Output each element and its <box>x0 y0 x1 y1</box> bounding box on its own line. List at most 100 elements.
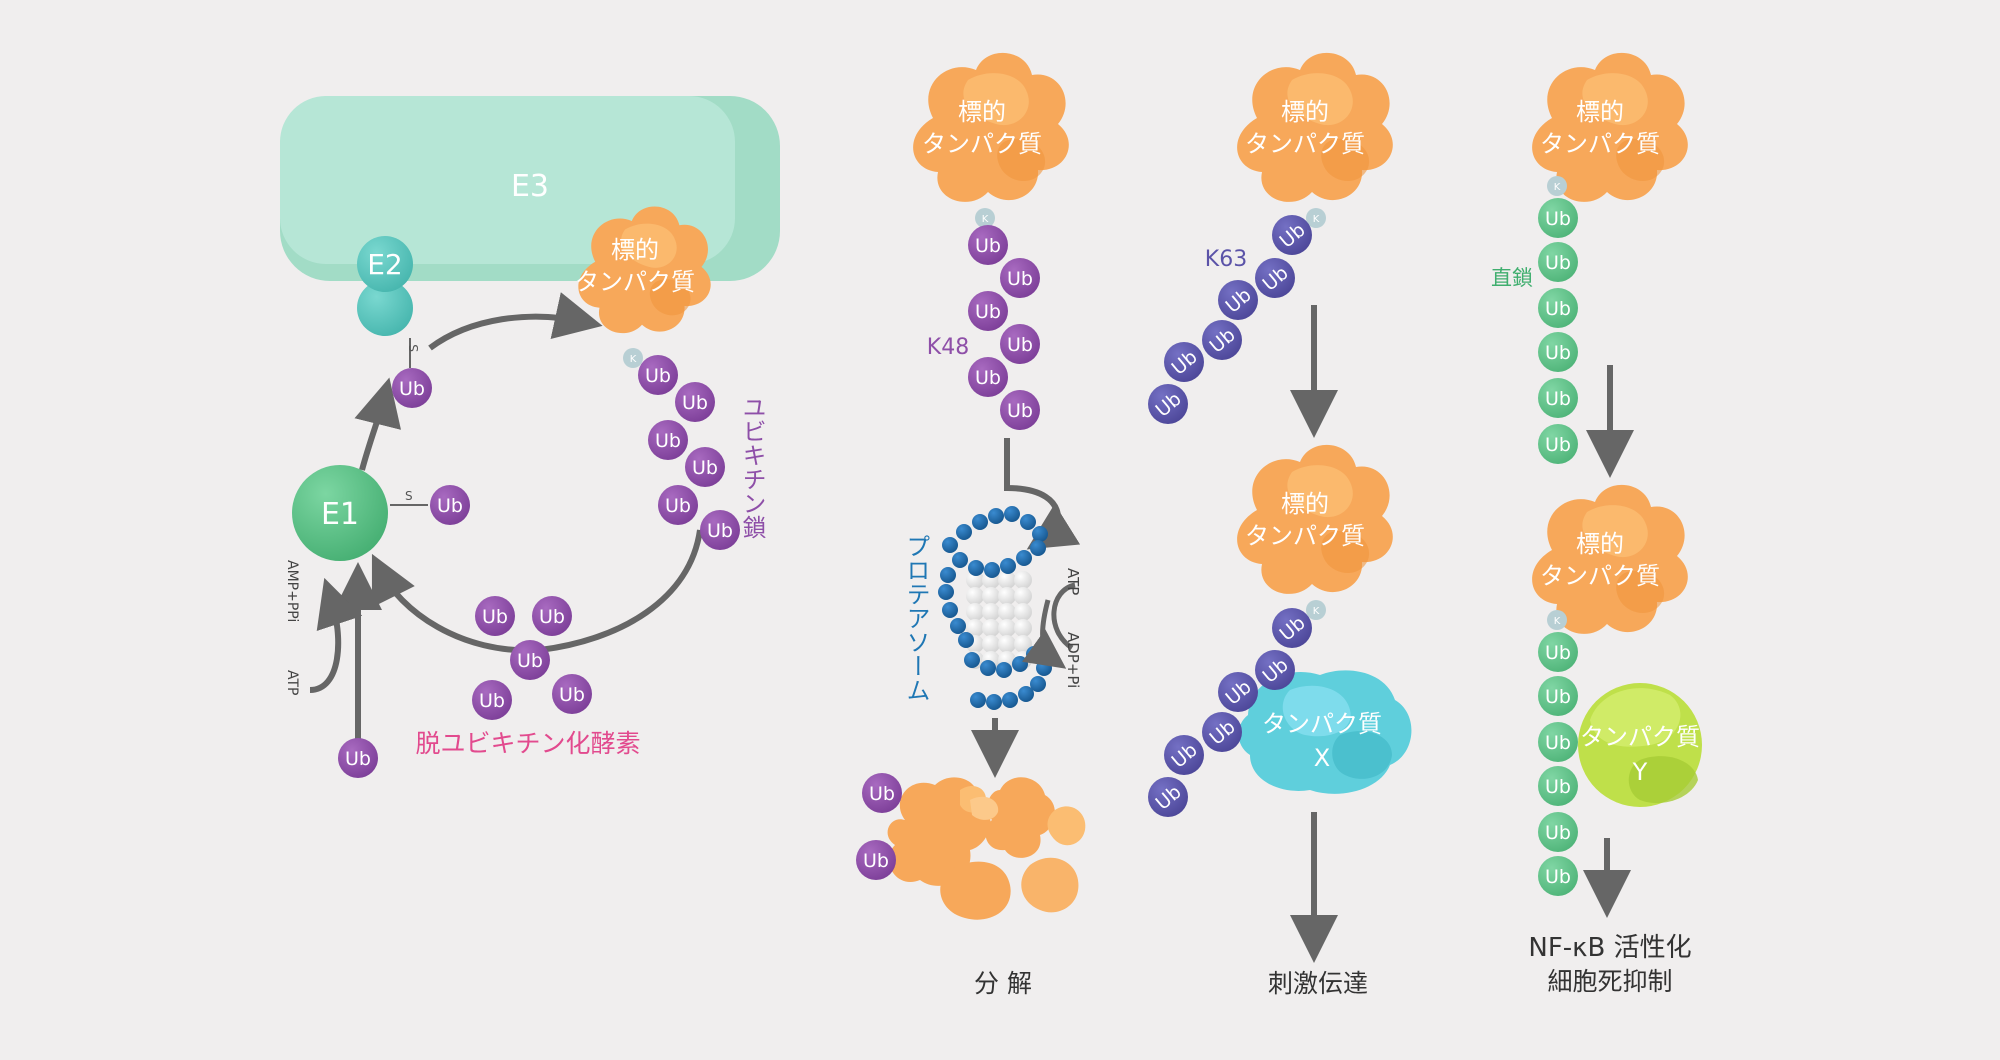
svg-text:Ub: Ub <box>345 748 371 770</box>
proteasome-subunit <box>966 587 984 605</box>
proteasome-subunit <box>998 619 1016 637</box>
svg-text:Ub: Ub <box>682 392 708 414</box>
svg-text:Ub: Ub <box>399 378 425 400</box>
deubiquitinase-label: 脱ユビキチン化酵素 <box>415 729 640 758</box>
proteasome-subunit <box>998 571 1016 589</box>
ubiquitin: Ub <box>1538 378 1578 418</box>
protein-y-label-1: タンパク質 <box>1580 723 1700 751</box>
e2-label: E2 <box>367 248 403 281</box>
proteasome-subunit <box>1014 619 1032 637</box>
ubiquitin: Ub <box>338 738 378 778</box>
k-residue-k48: K <box>975 208 995 228</box>
protein-y-label-2: Y <box>1632 758 1648 786</box>
svg-text:K: K <box>982 214 989 225</box>
svg-text:Ub: Ub <box>975 367 1001 389</box>
target-protein-k63-bottom <box>1237 444 1393 594</box>
svg-text:Ub: Ub <box>692 457 718 479</box>
proteasome-subunit <box>1036 660 1052 676</box>
proteasome-subunit <box>982 619 1000 637</box>
ubiquitin: Ub <box>1164 342 1204 382</box>
ubiquitin: Ub <box>700 510 740 550</box>
ubiquitin: Ub <box>1538 632 1578 672</box>
ubiquitin: Ub <box>1000 390 1040 430</box>
proteasome-subunit <box>966 619 984 637</box>
proteasome-subunit <box>998 635 1016 653</box>
proteasome-subunit <box>1032 526 1048 542</box>
amp-ppi-label: AMP+PPi <box>284 560 300 622</box>
proteasome-subunit <box>1014 571 1032 589</box>
proteasome-subunit <box>1012 656 1028 672</box>
proteasome-subunit <box>966 603 984 621</box>
svg-text:Ub: Ub <box>1007 400 1033 422</box>
svg-text:Ub: Ub <box>863 850 889 872</box>
k-residue-k63-top: K <box>1306 208 1326 228</box>
ubiquitin: Ub <box>968 225 1008 265</box>
ubiquitin: Ub <box>1538 722 1578 762</box>
e1-to-e2-arrow <box>354 377 402 471</box>
thioester-s-e1: S <box>405 489 413 503</box>
proteasome-subunit <box>942 537 958 553</box>
ubiquitin: Ub <box>1538 676 1578 716</box>
svg-text:Ub: Ub <box>1545 388 1571 410</box>
target-label-k48-1: 標的 <box>958 98 1006 126</box>
proteasome-subunit <box>972 514 988 530</box>
k63-label: K63 <box>1205 247 1247 272</box>
k-residue-left: K <box>623 348 643 368</box>
proteasome-subunit <box>984 562 1000 578</box>
svg-text:Ub: Ub <box>975 235 1001 257</box>
ubiquitin: Ub <box>862 773 902 813</box>
svg-text:Ub: Ub <box>1545 776 1571 798</box>
proteasome-subunit <box>1016 550 1032 566</box>
svg-text:Ub: Ub <box>707 520 733 542</box>
thioester-s-e2: S <box>407 344 421 352</box>
proteasome-subunit <box>966 571 984 589</box>
k-residue-linear-top: K <box>1547 176 1567 196</box>
proteasome-subunit <box>1030 540 1046 556</box>
target-label-k48-2: タンパク質 <box>922 130 1042 158</box>
target-label-k63-top-2: タンパク質 <box>1245 130 1365 158</box>
ubiquitin: Ub <box>658 485 698 525</box>
protein-x-label-2: X <box>1314 744 1330 772</box>
svg-text:Ub: Ub <box>559 684 585 706</box>
ubiquitin: Ub <box>685 447 725 487</box>
k48-label: K48 <box>927 335 969 360</box>
target-label-linear-top-2: タンパク質 <box>1540 130 1660 158</box>
proteasome-subunit <box>986 694 1002 710</box>
ubiquitin: Ub <box>1538 332 1578 372</box>
ubiquitin: Ub <box>675 382 715 422</box>
e2-to-target-arrow <box>428 292 603 351</box>
ubiquitin: Ub <box>392 368 432 408</box>
proteasome-subunit <box>956 524 972 540</box>
nfkb-label-2: 細胞死抑制 <box>1547 967 1672 996</box>
target-label-linear-bottom-2: タンパク質 <box>1540 562 1660 590</box>
svg-text:Ub: Ub <box>655 430 681 452</box>
proteasome-subunit <box>982 587 1000 605</box>
e2-enzyme: E2 <box>357 236 413 336</box>
adp-pi-label: ADP+Pi <box>1064 632 1082 688</box>
degraded-fragments <box>887 777 1086 920</box>
ubiquitin: Ub <box>532 596 572 636</box>
ubiquitin: Ub <box>856 840 896 880</box>
ubiquitin: Ub <box>638 355 678 395</box>
linear-label: 直鎖 <box>1491 266 1533 290</box>
svg-text:Ub: Ub <box>869 783 895 805</box>
ubiquitin: Ub <box>1538 812 1578 852</box>
target-label-left-2: タンパク質 <box>575 268 695 296</box>
proteasome-subunit <box>950 618 966 634</box>
proteasome-subunit <box>958 632 974 648</box>
proteasome-subunit <box>942 602 958 618</box>
ubiquitin: Ub <box>1538 288 1578 328</box>
svg-text:Ub: Ub <box>1545 208 1571 230</box>
svg-text:Ub: Ub <box>1545 298 1571 320</box>
ubiquitin: Ub <box>1202 712 1242 752</box>
proteasome-subunit <box>1014 603 1032 621</box>
ubiquitin: Ub <box>1218 280 1258 320</box>
k-residue-linear-bottom: K <box>1547 610 1567 630</box>
